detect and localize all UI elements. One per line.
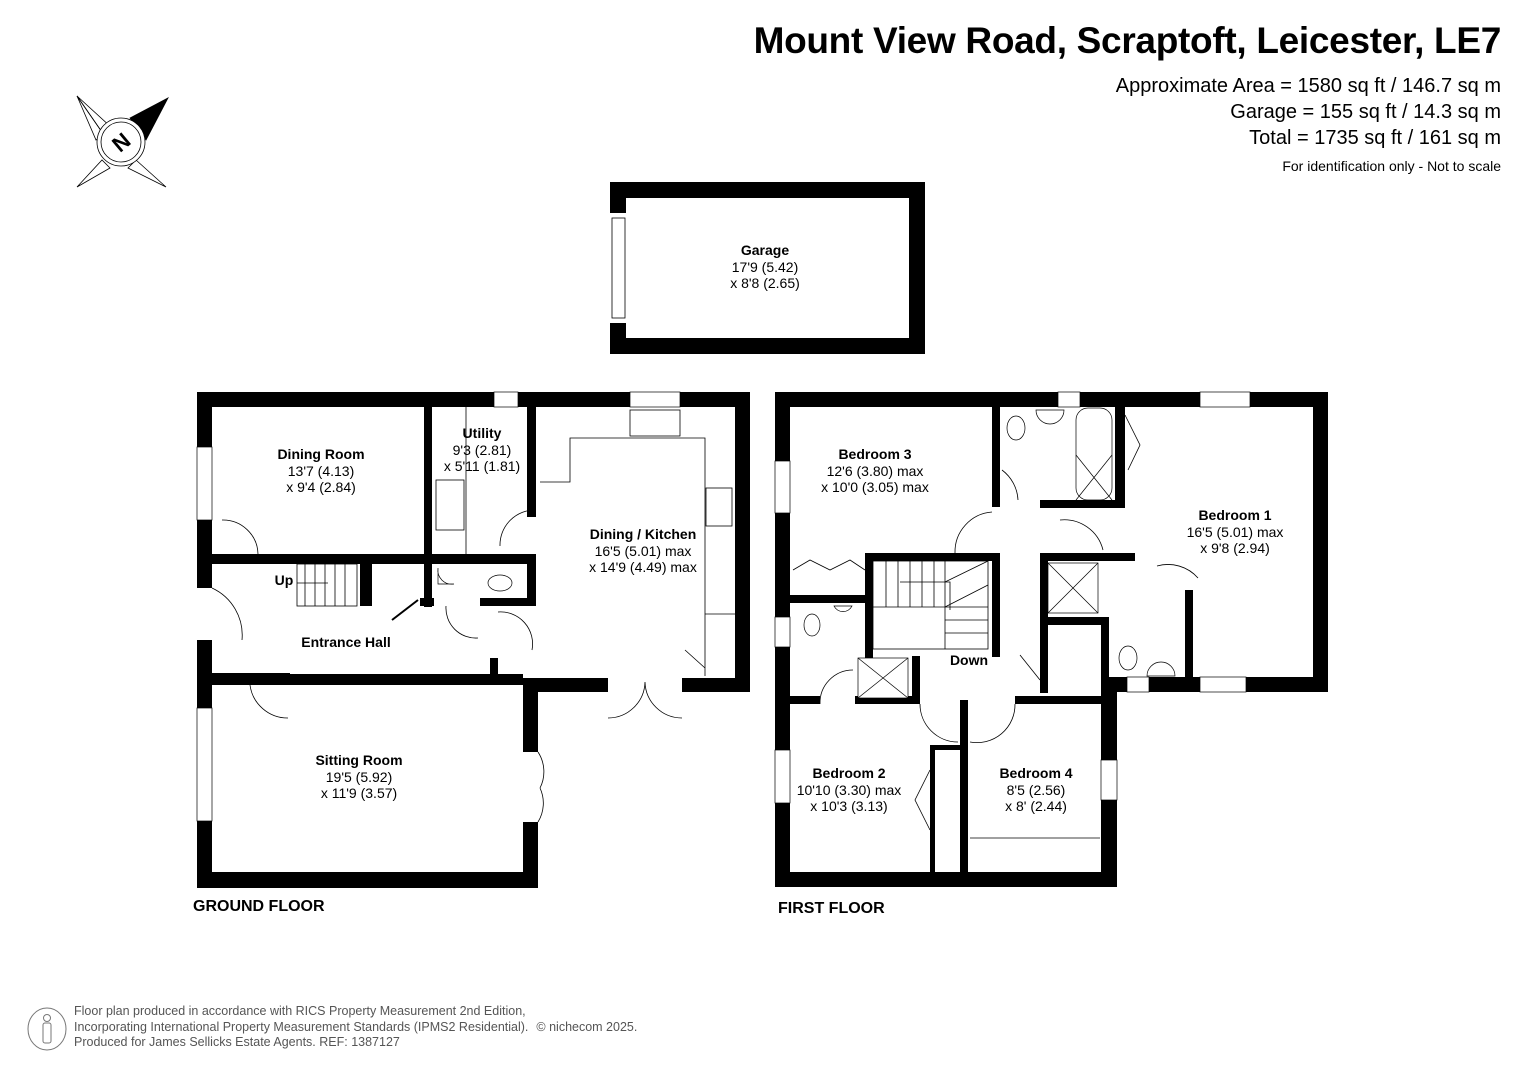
- footer-line-1: Floor plan produced in accordance with R…: [74, 1004, 526, 1018]
- approximate-area: Approximate Area = 1580 sq ft / 146.7 sq…: [1115, 75, 1501, 97]
- bedroom-1-dim2: x 9'8 (2.94): [1200, 540, 1270, 556]
- dining-room-dim2: x 9'4 (2.84): [286, 479, 356, 495]
- property-title: Mount View Road, Scraptoft, Leicester, L…: [753, 20, 1502, 61]
- dining-kitchen-dim2: x 14'9 (4.49) max: [589, 559, 697, 575]
- bedroom-2-label: Bedroom 2: [812, 765, 885, 781]
- utility-dim2: x 5'11 (1.81): [444, 458, 520, 474]
- garage-structure: [610, 182, 925, 354]
- footer-line-2-wrap: Incorporating International Property Mea…: [74, 1020, 637, 1036]
- sitting-room-dim1: 19'5 (5.92): [326, 769, 393, 785]
- scale-note: For identification only - Not to scale: [1282, 158, 1501, 174]
- person-measure-icon: [27, 1007, 67, 1051]
- garage-label: Garage: [741, 242, 789, 258]
- bedroom-4-dim2: x 8' (2.44): [1005, 798, 1067, 814]
- sitting-room-dim2: x 11'9 (3.57): [321, 785, 397, 801]
- utility-label: Utility: [463, 425, 502, 441]
- footer-line-2: Incorporating International Property Mea…: [74, 1019, 529, 1034]
- north-compass-icon: N: [76, 95, 169, 188]
- stairs-up-label: Up: [275, 572, 294, 588]
- first-floor-label: FIRST FLOOR: [778, 900, 885, 917]
- ground-floor-label: GROUND FLOOR: [193, 898, 325, 915]
- dining-kitchen-dim1: 16'5 (5.01) max: [595, 543, 692, 559]
- bedroom-2-dim2: x 10'3 (3.13): [810, 798, 887, 814]
- first-floor-plan: [774, 391, 1328, 887]
- garage-dim1: 17'9 (5.42): [732, 259, 799, 275]
- garage-area: Garage = 155 sq ft / 14.3 sq m: [1230, 101, 1501, 123]
- dining-kitchen-label: Dining / Kitchen: [590, 526, 697, 542]
- entrance-hall-label: Entrance Hall: [301, 634, 390, 650]
- copyright: © nichecom 2025.: [536, 1019, 638, 1034]
- bedroom-2-dim1: 10'10 (3.30) max: [797, 782, 902, 798]
- dining-room-dim1: 13'7 (4.13): [288, 463, 355, 479]
- ground-floor-plan: [196, 391, 750, 888]
- garage-dim2: x 8'8 (2.65): [730, 275, 800, 291]
- bedroom-3-dim2: x 10'0 (3.05) max: [821, 479, 929, 495]
- stairs-down-label: Down: [950, 652, 988, 668]
- bedroom-3-dim1: 12'6 (3.80) max: [827, 463, 924, 479]
- bedroom-4-dim1: 8'5 (2.56): [1007, 782, 1066, 798]
- footer-line-3: Produced for James Sellicks Estate Agent…: [74, 1035, 400, 1049]
- bedroom-4-label: Bedroom 4: [999, 765, 1072, 781]
- total-area: Total = 1735 sq ft / 161 sq m: [1249, 127, 1501, 149]
- dining-room-label: Dining Room: [277, 446, 364, 462]
- utility-dim1: 9'3 (2.81): [453, 442, 512, 458]
- bedroom-3-label: Bedroom 3: [838, 446, 911, 462]
- bedroom-1-dim1: 16'5 (5.01) max: [1187, 524, 1284, 540]
- footer-notes: Floor plan produced in accordance with R…: [74, 1004, 637, 1051]
- bedroom-1-label: Bedroom 1: [1198, 507, 1271, 523]
- sitting-room-label: Sitting Room: [315, 752, 402, 768]
